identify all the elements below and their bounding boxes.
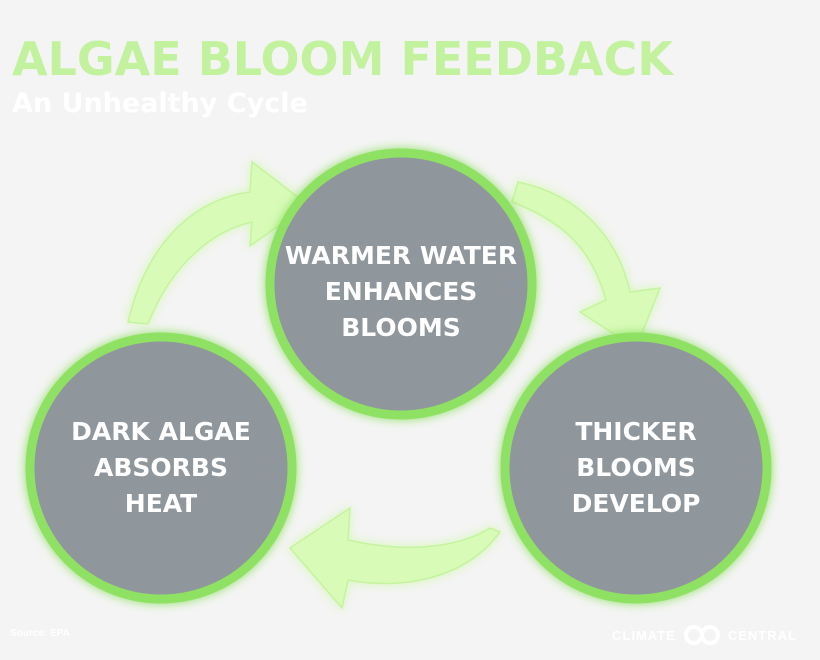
circle-dark-algae: [25, 332, 297, 604]
brand-word-left: CLIMATE: [612, 627, 676, 643]
arrow-to-dark-algae: [288, 506, 502, 610]
node-label-thicker-blooms: THICKER BLOOMS DEVELOP: [511, 414, 761, 522]
brand-word-right: CENTRAL: [727, 627, 797, 643]
node-line: ENHANCES: [324, 277, 478, 306]
node-label-dark-algae: DARK ALGAE ABSORBS HEAT: [36, 414, 286, 522]
circle-warmer-water: [265, 148, 537, 420]
source-note: Source: EPA: [10, 628, 70, 639]
arrow-to-warmer-water: [127, 160, 310, 325]
node-line: WARMER WATER: [284, 241, 518, 270]
linked-rings-icon: [683, 625, 720, 645]
node-label-warmer-water: WARMER WATER ENHANCES BLOOMS: [276, 238, 526, 346]
node-line: BLOOMS: [576, 453, 696, 482]
node-line: DEVELOP: [571, 489, 701, 518]
circle-thicker-blooms: [500, 332, 772, 604]
page-title: ALGAE BLOOM FEEDBACK: [12, 32, 673, 86]
node-line: ABSORBS: [94, 453, 228, 482]
page-subtitle: An Unhealthy Cycle: [12, 88, 308, 119]
climate-central-logo: CLIMATE CENTRAL: [612, 624, 797, 646]
node-line: HEAT: [124, 489, 198, 518]
node-line: DARK ALGAE: [71, 417, 251, 446]
node-line: BLOOMS: [341, 313, 461, 342]
node-line: THICKER: [575, 417, 697, 446]
